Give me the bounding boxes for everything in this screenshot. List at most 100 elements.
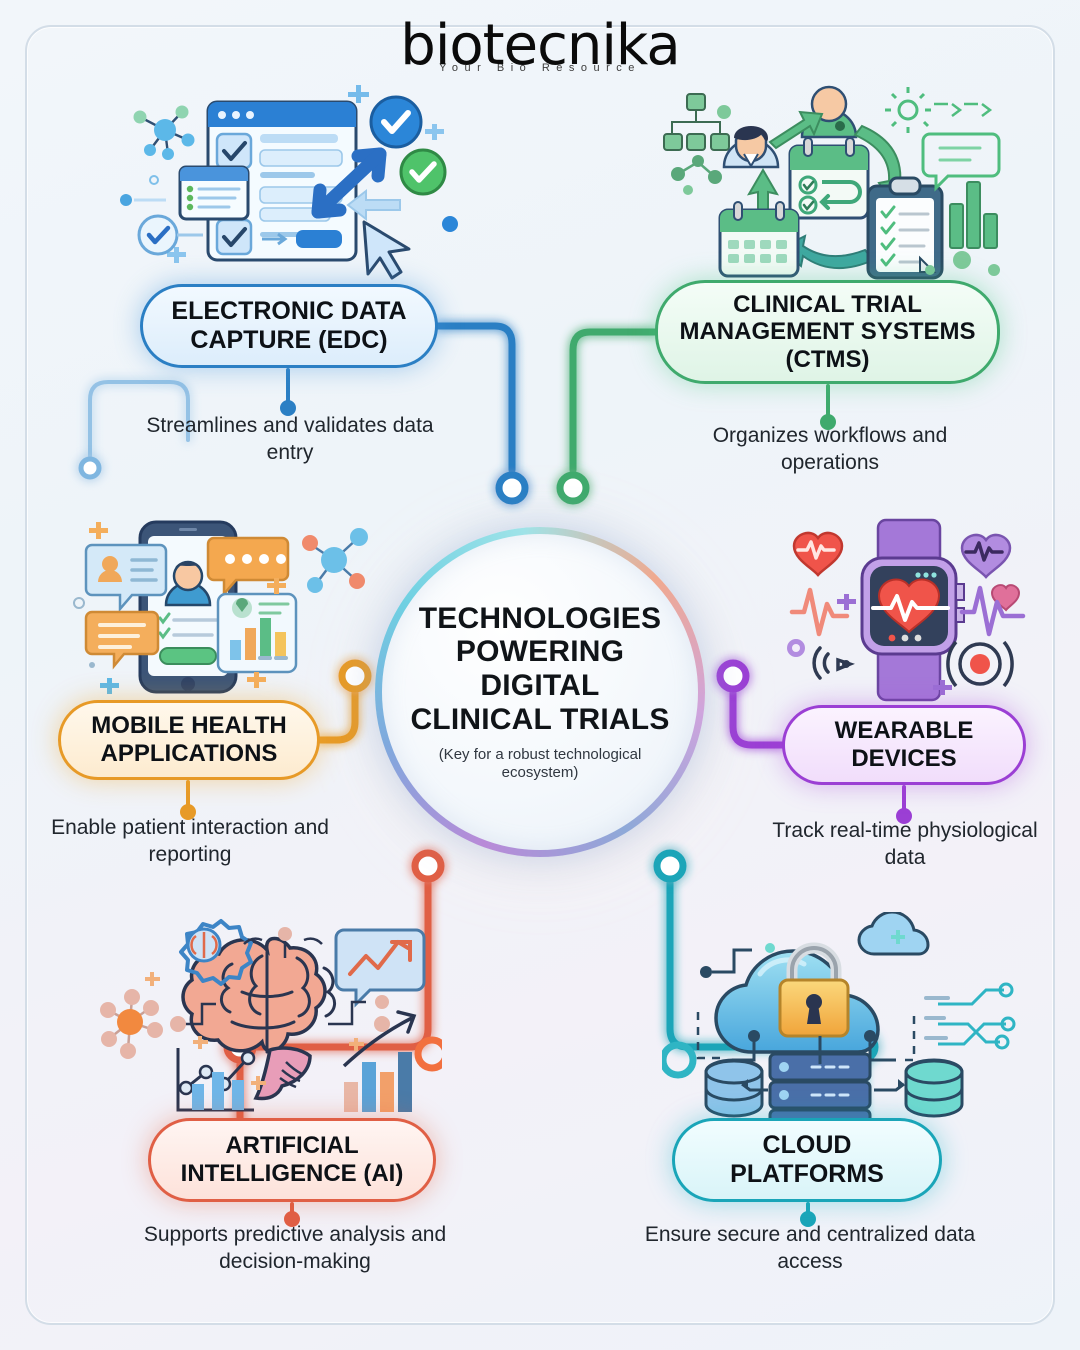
- ecg-line-icon: [789, 585, 1026, 637]
- speech-bubble-icon: [921, 132, 1001, 192]
- connector-decor: [662, 1041, 697, 1079]
- bar-chart-icon: [342, 1010, 417, 1112]
- connector-elbow-cloud: [845, 1030, 879, 1064]
- speech-bubble-icon: [334, 928, 426, 1008]
- clipboard-checklist-icon: [866, 176, 944, 280]
- cursor-icon: [362, 220, 411, 280]
- gear-icon: [885, 87, 931, 133]
- node-label: MOBILE HEALTH APPLICATIONS: [91, 712, 287, 767]
- network-node-icon: [100, 989, 163, 1059]
- calendar-icon: [788, 137, 870, 220]
- database-icon: [704, 1058, 964, 1118]
- bar-chart-icon: [949, 181, 998, 249]
- dot-decor: [120, 194, 132, 206]
- server-rack-icon: [768, 1052, 872, 1122]
- caption-artificial-intelligence: Supports predictive analysis and decisio…: [143, 1223, 447, 1273]
- connector-decor-edc: [78, 456, 102, 480]
- node-label: WEARABLE DEVICES: [834, 717, 974, 772]
- connector-elbow-ai: [223, 1030, 257, 1064]
- line-chart-icon: [176, 1048, 256, 1112]
- brand-tagline: Your Bio Resource: [439, 62, 641, 74]
- chat-bubble-icon: [206, 536, 290, 598]
- connector-decor: [696, 1012, 916, 1062]
- node-mobile-health-applications[interactable]: MOBILE HEALTH APPLICATIONS: [58, 700, 320, 780]
- org-chart-icon: [663, 93, 730, 151]
- center-hub: TECHNOLOGIES POWERING DIGITAL CLINICAL T…: [375, 527, 705, 857]
- node-wearable-devices[interactable]: WEARABLE DEVICES: [782, 705, 1026, 785]
- patient-profile-icon: [164, 560, 212, 607]
- plus-decor-icon: [837, 594, 952, 695]
- caption-mobile-health-applications: Enable patient interaction and reporting: [51, 816, 329, 866]
- dot-decor: [842, 660, 850, 668]
- form-checkbox-icon: [215, 132, 253, 256]
- ai-illustration: [100, 919, 442, 1112]
- plus-decor-icon: [891, 930, 905, 944]
- check-circle-icon: [137, 95, 447, 256]
- line-decor: [924, 996, 950, 1040]
- workflow-arrow-icon: [746, 110, 912, 270]
- caption-wearable-devices: Track real-time physiological data: [772, 819, 1038, 869]
- wire-ctms: [569, 328, 659, 474]
- dot-decor: [787, 639, 805, 657]
- dot-decor: [792, 644, 800, 652]
- node-artificial-intelligence[interactable]: ARTIFICIAL INTELLIGENCE (AI): [148, 1118, 436, 1202]
- gear-brain-icon: [179, 919, 253, 986]
- connector-decor: [732, 1036, 905, 1092]
- plus-decor-icon: [89, 522, 286, 694]
- smartwatch-icon: [860, 518, 965, 702]
- brain-icon: [181, 936, 336, 1101]
- arrow-dots-icon: [934, 102, 993, 117]
- dot-decor: [73, 597, 85, 609]
- node-label: ARTIFICIAL INTELLIGENCE (AI): [180, 1132, 404, 1187]
- chat-bubble-icon: [84, 610, 160, 670]
- person-avatar-icon: [800, 85, 858, 139]
- org-chart-icon: [671, 110, 721, 134]
- molecule-icon: [302, 528, 368, 593]
- connector-decor: [178, 1000, 366, 1026]
- chat-bubble-icon: [84, 543, 168, 613]
- center-title: TECHNOLOGIES POWERING DIGITAL CLINICAL T…: [410, 601, 670, 736]
- center-subtitle: (Key for a robust technological ecosyste…: [438, 746, 642, 782]
- molecule-icon: [133, 105, 195, 160]
- brand-logo: biotecnika Your Bio Resource: [0, 13, 1080, 78]
- connector-decor: [243, 937, 323, 958]
- brand-wordmark: biotecnika: [400, 13, 680, 78]
- cloud-icon: [857, 912, 930, 956]
- trend-arrow-icon: [348, 940, 412, 976]
- calendar-icon: [718, 201, 800, 278]
- heart-pulse-icon: [792, 531, 1021, 612]
- smartphone-icon: [138, 520, 238, 694]
- connector-decor: [414, 1036, 442, 1072]
- edc-illustration: [120, 85, 458, 280]
- circuit-trace-icon: [938, 982, 1016, 1050]
- caption-electronic-data-capture: Streamlines and validates data entry: [146, 414, 434, 464]
- network-node-icon: [671, 155, 722, 184]
- padlock-icon: [778, 942, 850, 1038]
- plus-decor-icon: [167, 85, 444, 263]
- node-electronic-data-capture[interactable]: ELECTRONIC DATA CAPTURE (EDC): [140, 284, 438, 368]
- browser-window-icon: [206, 100, 358, 262]
- browser-window-icon: [178, 165, 250, 221]
- caption-clinical-trial-management-systems: Organizes workflows and operations: [712, 424, 948, 474]
- signal-wave-icon: [946, 640, 1014, 688]
- node-cloud-platforms[interactable]: CLOUD PLATFORMS: [672, 1118, 942, 1202]
- dot-decor: [89, 662, 95, 668]
- connector-decor: [712, 948, 752, 974]
- arrow-left-icon: [346, 188, 401, 222]
- node-label: CLINICAL TRIAL MANAGEMENT SYSTEMS (CTMS): [679, 290, 976, 373]
- person-avatar-icon: [722, 126, 780, 169]
- dot-decor: [700, 966, 876, 1042]
- dot-decor: [442, 216, 458, 232]
- wearable-illustration: [787, 518, 1026, 702]
- node-clinical-trial-management-systems[interactable]: CLINICAL TRIAL MANAGEMENT SYSTEMS (CTMS): [655, 280, 1000, 384]
- signal-wave-icon: [812, 646, 855, 680]
- node-label: ELECTRONIC DATA CAPTURE (EDC): [171, 297, 407, 354]
- plus-decor-icon: [145, 972, 364, 1090]
- dot-decor: [149, 175, 159, 185]
- cloud-icon: [714, 949, 880, 1054]
- node-label: CLOUD PLATFORMS: [730, 1131, 884, 1188]
- dot-decor: [170, 927, 390, 1032]
- cloud-illustration: [662, 912, 1016, 1122]
- dot-decor: [683, 105, 1000, 276]
- dot-decor: [765, 943, 775, 953]
